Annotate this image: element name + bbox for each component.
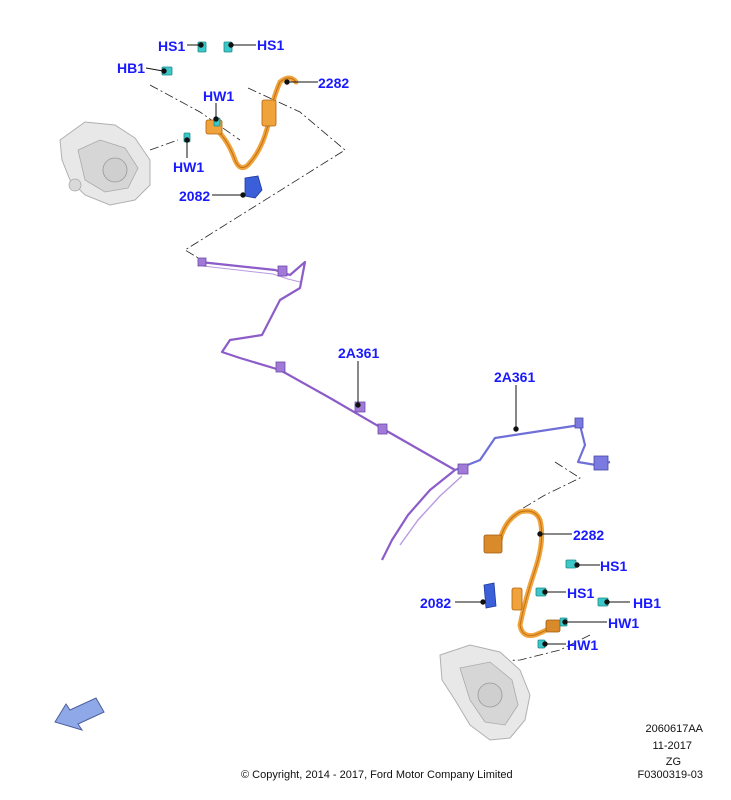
callout-hs1-bottom-lower: HS1 <box>567 585 595 601</box>
callout-hs1-bottom-upper: HS1 <box>600 558 628 574</box>
bracket-2082-top <box>244 175 263 199</box>
brake-line-clips <box>197 257 609 475</box>
callout-hw1-top-lower: HW1 <box>173 159 205 175</box>
callout-hw1-top-upper: HW1 <box>203 88 235 104</box>
callout-2282-top: 2282 <box>318 75 350 91</box>
drawing-date: 11-2017 <box>652 740 692 752</box>
callout-hb1-bottom: HB1 <box>633 595 662 611</box>
callout-2082-bottom: 2082 <box>420 595 452 611</box>
leader-lines <box>145 42 630 647</box>
caliper-top-left <box>59 121 151 206</box>
callout-hs1-top-right: HS1 <box>257 37 285 53</box>
bracket-2082-bottom <box>483 582 497 609</box>
reference-lines <box>149 84 591 663</box>
callout-hw1-bottom-upper: HW1 <box>608 615 640 631</box>
brake-hose-bottom <box>483 508 561 638</box>
callout-2282-bottom: 2282 <box>573 527 605 543</box>
callout-hw1-bottom-lower: HW1 <box>567 637 599 653</box>
callout-hb1-top: HB1 <box>117 60 146 76</box>
callout-2a361-right: 2A361 <box>494 369 536 385</box>
callout-hs1-top-left: HS1 <box>158 38 186 54</box>
caliper-bottom-right <box>439 644 531 741</box>
direction-arrow-icon <box>54 697 105 731</box>
callout-2a361-left: 2A361 <box>338 345 380 361</box>
drawing-zg: ZG <box>665 756 681 768</box>
brake-lines <box>199 260 611 561</box>
callout-2082-top: 2082 <box>179 188 211 204</box>
drawing-code: 2060617AA <box>645 723 704 735</box>
figure-id: F0300319-03 <box>637 769 703 781</box>
copyright-notice: © Copyright, 2014 - 2017, Ford Motor Com… <box>241 769 513 781</box>
